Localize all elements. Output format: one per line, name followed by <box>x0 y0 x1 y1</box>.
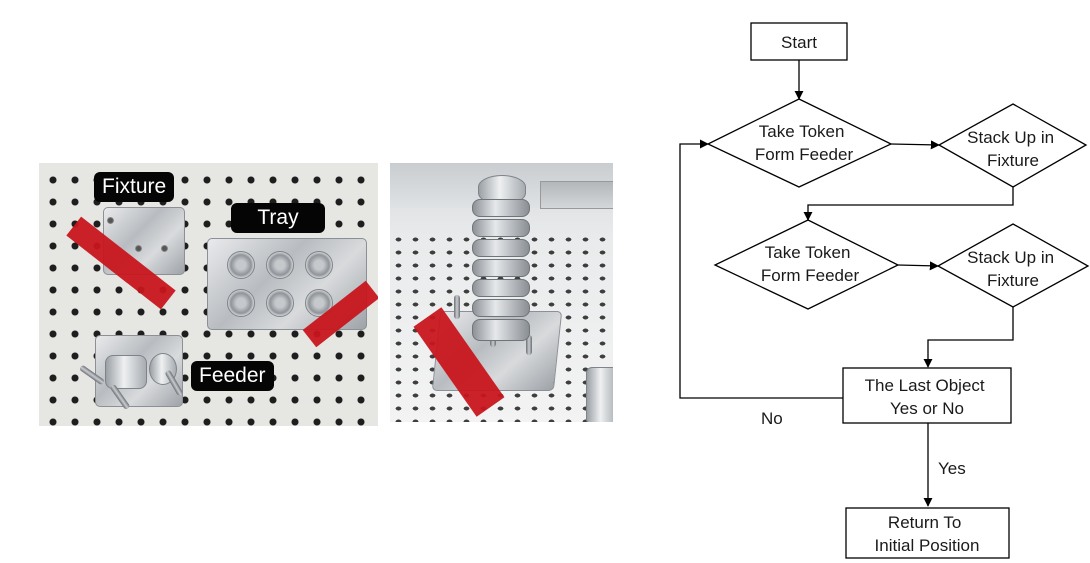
yes-branch-label: Yes <box>938 459 966 478</box>
step2-line2: Fixture <box>987 151 1039 170</box>
side-part <box>586 367 613 422</box>
tray-well <box>266 289 294 317</box>
stacked-token <box>472 259 530 277</box>
step2-label: Stack Up in Fixture <box>967 128 1059 170</box>
step1-label: Take Token Form Feeder <box>755 122 854 164</box>
fixture-pin <box>526 335 532 355</box>
end-line2: Initial Position <box>875 536 980 555</box>
stacked-token <box>472 299 530 317</box>
background-rail <box>540 181 613 209</box>
tray-well <box>227 251 255 279</box>
stacked-token <box>472 319 530 341</box>
end-line1: Return To <box>888 513 961 532</box>
fixture-screw <box>107 217 114 224</box>
start-label: Start <box>781 33 817 52</box>
step1-line2: Form Feeder <box>755 145 854 164</box>
fixture-screw <box>135 245 142 252</box>
fixture-screw <box>161 245 168 252</box>
step3-label: Take Token Form Feeder <box>761 243 860 285</box>
fixture-label: Fixture <box>94 172 175 202</box>
start-node <box>750 22 848 61</box>
end-label: Return To Initial Position <box>875 513 980 555</box>
stack-photo <box>390 163 613 422</box>
arrow-decision-no-loop <box>679 139 843 399</box>
tray-label: Tray <box>231 203 325 233</box>
step3-node <box>713 219 900 310</box>
decision-label: The Last Object Yes or No <box>865 376 990 418</box>
fixture-pin <box>454 295 460 319</box>
step4-node <box>936 223 1090 308</box>
decision-line1: The Last Object <box>865 376 985 395</box>
feeder-label: Feeder <box>191 361 274 391</box>
tray-well <box>227 289 255 317</box>
step4-label: Stack Up in Fixture <box>967 248 1059 290</box>
step1-line1: Take Token <box>759 122 845 141</box>
arrow-step4-to-decision <box>923 307 1014 368</box>
stacked-token <box>472 219 530 237</box>
arrow-step3-to-step4 <box>897 261 939 271</box>
stacked-token <box>472 279 530 297</box>
arrow-step1-to-step2 <box>890 140 940 150</box>
decision-line2: Yes or No <box>890 399 964 418</box>
step3-line1: Take Token <box>765 243 851 262</box>
feeder-cylinder <box>105 355 147 389</box>
step2-line1: Stack Up in <box>967 128 1054 147</box>
tray-well <box>305 251 333 279</box>
decision-node <box>842 367 1012 424</box>
step4-line1: Stack Up in <box>967 248 1054 267</box>
feeder-cylinder <box>149 353 177 385</box>
stacked-token <box>472 239 530 257</box>
step4-line2: Fixture <box>987 271 1039 290</box>
arrow-step2-to-step3 <box>803 187 1014 221</box>
parts-photo: Fixture Tray Feeder <box>39 163 378 426</box>
end-node <box>845 507 1010 559</box>
step3-line2: Form Feeder <box>761 266 860 285</box>
step1-node <box>706 98 893 188</box>
stacked-token <box>472 199 530 217</box>
step2-node <box>937 103 1088 188</box>
no-branch-label: No <box>761 409 783 428</box>
tray-well <box>266 251 294 279</box>
